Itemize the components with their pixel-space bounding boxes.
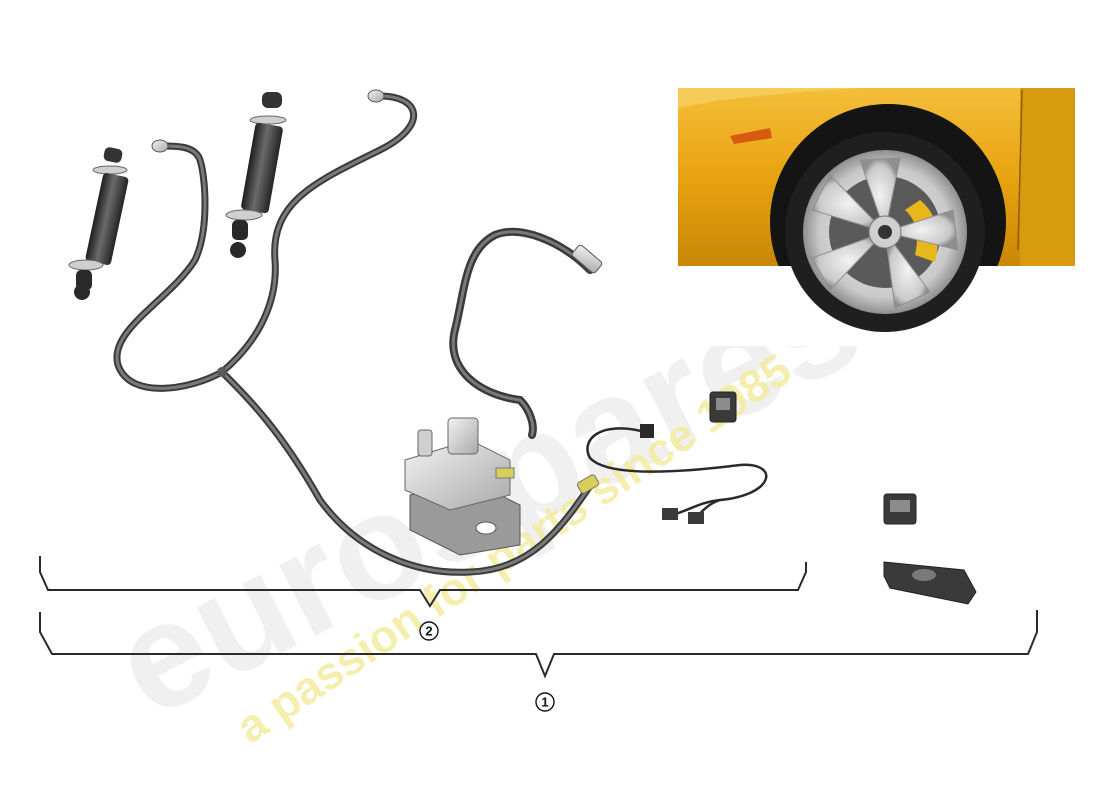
hydraulic-hose-set bbox=[113, 89, 603, 576]
harness-connector-b bbox=[688, 512, 704, 524]
car-body-highlight bbox=[678, 88, 860, 108]
valve-solenoid bbox=[447, 417, 479, 455]
callout-1[interactable]: 1 bbox=[535, 692, 555, 712]
door-seam bbox=[1017, 89, 1023, 251]
harness-connector-a bbox=[662, 508, 678, 520]
bracket-2 bbox=[39, 556, 807, 608]
rim-spokes bbox=[811, 157, 959, 309]
hose-fitting-top bbox=[367, 89, 385, 103]
switch-lower bbox=[883, 493, 917, 525]
callout-2[interactable]: 2 bbox=[419, 621, 439, 641]
callout-2-number: 2 bbox=[425, 624, 432, 639]
callout-brackets bbox=[39, 556, 1038, 679]
callout-1-number: 1 bbox=[541, 695, 548, 710]
switch-upper bbox=[709, 391, 737, 423]
side-marker-light bbox=[730, 128, 772, 144]
valve-block bbox=[404, 417, 521, 556]
center-cap bbox=[878, 225, 892, 239]
hose-fitting-pressure bbox=[571, 244, 603, 274]
car-wheel-photo bbox=[678, 88, 1075, 346]
shock-absorber-right bbox=[225, 92, 287, 258]
hose-t-junction bbox=[217, 367, 227, 377]
bracket-1 bbox=[39, 610, 1038, 679]
harness-connector-top bbox=[640, 424, 654, 438]
mounting-bracket bbox=[883, 561, 977, 605]
shock-absorber-left bbox=[68, 147, 129, 300]
hose-fitting-left bbox=[151, 139, 169, 153]
wiring-harness bbox=[586, 424, 768, 524]
car-door-panel bbox=[1020, 88, 1075, 266]
hose-fitting-valve bbox=[576, 474, 600, 494]
